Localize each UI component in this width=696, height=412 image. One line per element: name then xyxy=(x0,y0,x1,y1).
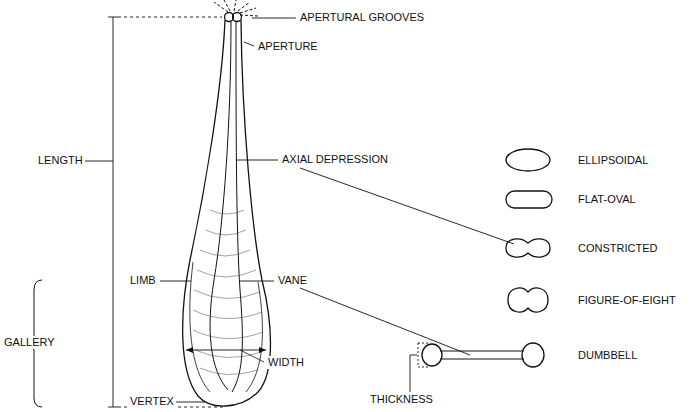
shape-label: FLAT-OVAL xyxy=(576,193,638,206)
part-label: AXIAL DEPRESSION xyxy=(280,153,390,166)
shape-label: CONSTRICTED xyxy=(576,242,659,255)
part-label: VANE xyxy=(276,274,309,287)
shape-label: ELLIPSOIDAL xyxy=(576,154,650,167)
dimension-label: THICKNESS xyxy=(368,393,435,406)
dimension-label: WIDTH xyxy=(266,356,306,369)
shape-label: FIGURE-OF-EIGHT xyxy=(576,294,678,307)
part-label: APERTURE xyxy=(256,40,320,53)
part-label: LIMB xyxy=(128,274,158,287)
dimension-label: LENGTH xyxy=(36,154,85,167)
part-label: VERTEX xyxy=(128,395,176,408)
groove-label: APERTURAL GROOVES xyxy=(298,11,426,24)
shape-label: DUMBBELL xyxy=(576,349,639,362)
group-label: GALLERY xyxy=(2,336,57,349)
